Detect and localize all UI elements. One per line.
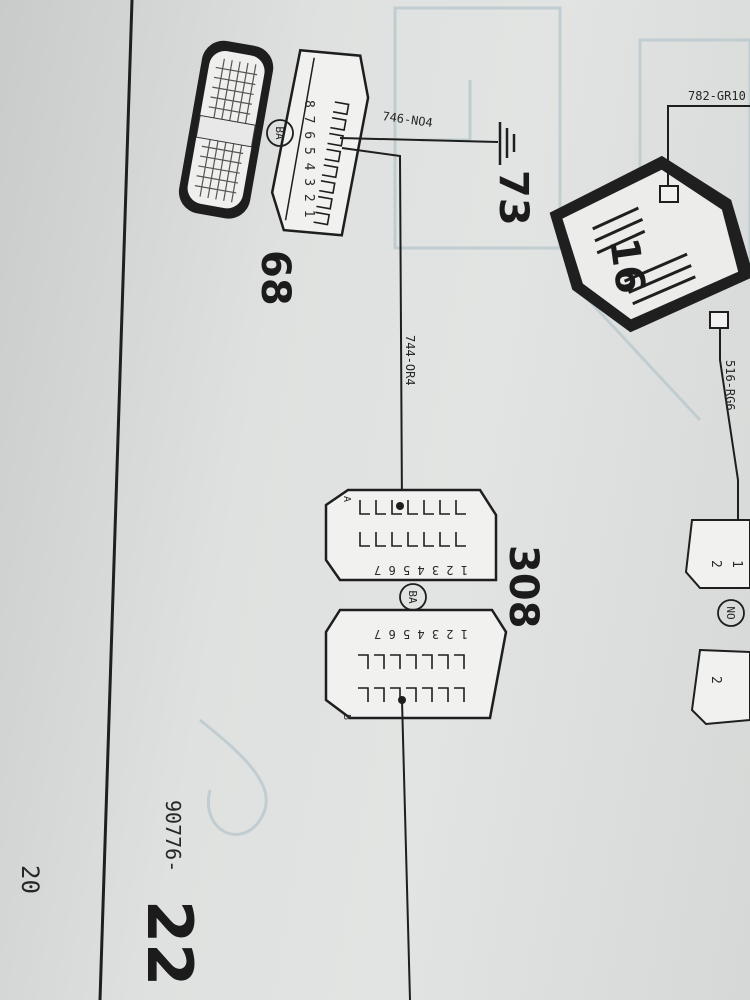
unit-wire-terminal	[709, 311, 729, 329]
connector-pins-upper: 1 2 3 4 5 6 7	[374, 563, 468, 577]
svg-text:NO: NO	[724, 606, 737, 619]
ground-wire-label: 746-NO4	[382, 109, 434, 130]
right-pin-2b: 2	[708, 676, 723, 684]
top-wire-label: 782-GR10	[688, 89, 746, 103]
connector-row-b: B	[341, 714, 352, 720]
connector-308-upper	[324, 488, 498, 582]
lamp-number: 68	[252, 250, 298, 306]
page-number-small: 20	[16, 865, 44, 894]
reference-number: 90776-	[161, 800, 185, 872]
unit-wire	[719, 328, 739, 545]
connector-308-lower	[324, 608, 508, 720]
unit-16	[549, 155, 750, 333]
signal-wire	[341, 147, 403, 511]
page-border-line	[98, 0, 134, 1000]
right-connector	[684, 519, 750, 726]
connector-lower-terminal	[398, 696, 406, 704]
connector-row-a: A	[341, 496, 352, 502]
lamp-pin-numbers: 8 7 6 5 4 3 2 1	[301, 100, 316, 217]
page-number-big: 22	[133, 900, 206, 986]
ground-symbol	[498, 122, 516, 165]
connector-number: 308	[500, 545, 546, 629]
connector-badge: BA	[399, 583, 427, 611]
connector-pins-lower: 1 2 3 4 5 6 7	[374, 627, 468, 641]
connector-lower-wire	[401, 699, 411, 1000]
lamp-badge: BA	[266, 119, 294, 147]
svg-text:BA: BA	[406, 590, 419, 604]
tail-lamp	[178, 40, 274, 219]
signal-wire-label: 744-OR4	[403, 335, 417, 386]
ground-wire	[339, 137, 499, 143]
lamp-connector-block	[270, 48, 370, 237]
top-wire	[667, 105, 750, 190]
ground-number: 73	[490, 170, 536, 226]
svg-text:BA: BA	[273, 126, 286, 140]
right-pin-1: 1	[729, 560, 744, 568]
top-wire-terminal	[659, 185, 679, 203]
connector-upper-terminal	[396, 502, 404, 510]
unit-wire-label: 516-RG6	[723, 360, 737, 411]
unit-number: 16	[600, 235, 653, 297]
right-pin-2: 2	[708, 560, 723, 568]
right-connector-badge: NO	[717, 599, 745, 627]
